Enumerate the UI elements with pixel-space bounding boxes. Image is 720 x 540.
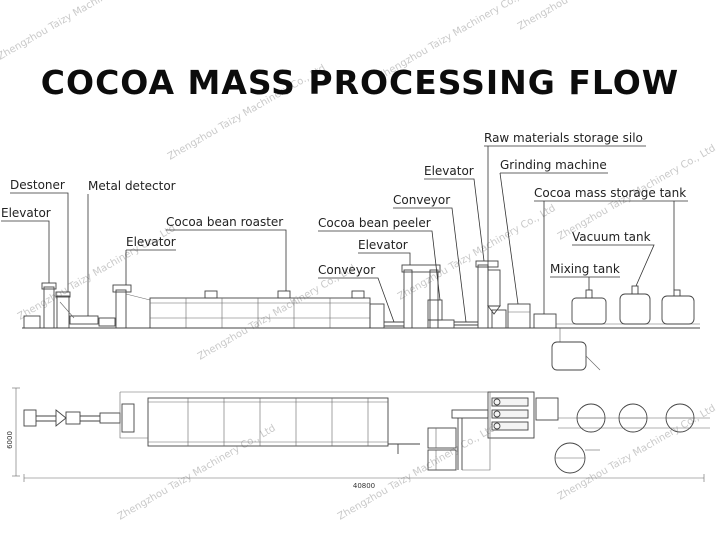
leader-grinder <box>499 172 608 305</box>
storage-tank-shape <box>533 313 557 329</box>
elevator-4-head <box>475 260 499 268</box>
tank-top <box>673 289 681 297</box>
labels-layer: Destoner Elevator Metal detector Elevato… <box>1 131 688 323</box>
plan-view <box>23 391 710 474</box>
elevation-view <box>22 260 700 371</box>
dim-width-label: 6000 <box>6 431 14 449</box>
elevator-4-shape <box>477 264 489 329</box>
silo-shape <box>487 269 501 307</box>
plan-grinder-frame <box>487 391 535 439</box>
roaster-vent <box>277 290 291 299</box>
peeler-base <box>427 319 455 329</box>
leader-conveyor-2 <box>393 207 467 323</box>
label-metal-detector: Metal detector <box>88 179 176 193</box>
leader-conveyor-1 <box>318 277 395 323</box>
leader-mixing-tank <box>550 276 620 290</box>
leader-elevator-1 <box>1 220 50 283</box>
label-conveyor-2: Conveyor <box>393 193 450 207</box>
watermark-text: Zhengzhou Taizy Machinery Co., Ltd <box>516 0 678 33</box>
plan-grinders <box>491 397 529 431</box>
roaster-vent <box>351 290 365 299</box>
dimensions-layer: 6000 40800 <box>6 387 705 490</box>
elevator-1-shape <box>43 286 55 329</box>
watermark-text: Zhengzhou Taizy Machinery Co., Ltd <box>0 0 158 63</box>
grinder-shape <box>507 303 531 329</box>
label-elevator-2: Elevator <box>126 235 176 249</box>
label-elevator-1: Elevator <box>1 206 51 220</box>
plan-destoner-box <box>65 411 81 425</box>
leader-elevator-3 <box>358 252 411 265</box>
elevator-2-shape <box>115 289 127 329</box>
plan-outline <box>119 391 488 439</box>
elevator-2-chute <box>125 293 151 301</box>
mixing-tank-shape <box>571 297 607 325</box>
label-mixing-tank: Mixing tank <box>550 262 620 276</box>
elevator-2-head <box>112 284 132 293</box>
plan-outline <box>462 392 491 471</box>
elevator-3-head <box>401 264 441 273</box>
plan-roaster-sections <box>187 398 369 446</box>
roaster-outlet <box>369 303 385 329</box>
vacuum-tank-shape <box>619 293 651 325</box>
page-title: COCOA MASS PROCESSING FLOW <box>41 63 679 102</box>
leader-peeler <box>318 230 441 301</box>
label-raw-materials-storage-silo: Raw materials storage silo <box>484 131 643 145</box>
plan-peeler <box>427 449 457 471</box>
watermark-text: Zhengzhou Taizy Machinery Co., Ltd <box>336 423 498 523</box>
label-elevator-3: Elevator <box>358 238 408 252</box>
label-cocoa-bean-roaster: Cocoa bean roaster <box>166 215 283 229</box>
destoner-head <box>55 291 71 298</box>
label-destoner: Destoner <box>10 178 65 192</box>
plan-roaster <box>147 397 389 447</box>
leader-vacuum-tank <box>572 244 655 287</box>
plan-storage-tank <box>535 397 559 421</box>
grinder-shape <box>491 309 507 329</box>
label-vacuum-tank: Vacuum tank <box>572 230 651 244</box>
label-grinding-machine: Grinding machine <box>500 158 607 172</box>
roaster-sections <box>185 298 331 328</box>
leader-storage-tank <box>534 200 688 314</box>
dim-length-label: 40800 <box>353 482 375 490</box>
mixing-tank-motor <box>585 289 593 299</box>
plan-peeler <box>427 427 457 449</box>
plan-platform <box>451 409 489 419</box>
metal-detector-shape <box>69 315 99 325</box>
leader-destoner <box>10 192 69 292</box>
feed-hopper <box>23 315 41 329</box>
tank-shape <box>661 295 695 325</box>
plan-metal-detector <box>99 412 121 424</box>
pipe-line <box>585 355 601 371</box>
elevator-3-shape <box>403 269 413 329</box>
label-elevator-4: Elevator <box>424 164 474 178</box>
small-conveyor <box>98 317 116 327</box>
destoner-chute <box>59 301 75 319</box>
label-cocoa-mass-storage-tank: Cocoa mass storage tank <box>534 186 686 200</box>
leader-elevator-2 <box>125 249 176 285</box>
side-tank-shape <box>551 341 587 371</box>
leader-silo <box>484 145 646 270</box>
vacuum-tank-motor <box>631 285 639 295</box>
plan-destoner <box>55 409 67 427</box>
label-cocoa-bean-peeler: Cocoa bean peeler <box>318 216 431 230</box>
leader-roaster <box>166 229 287 291</box>
roaster-vent <box>204 290 218 299</box>
plan-hopper <box>23 409 37 427</box>
leader-elevator-4 <box>424 178 485 262</box>
plan-elevator <box>121 403 135 433</box>
label-conveyor-1: Conveyor <box>318 263 375 277</box>
